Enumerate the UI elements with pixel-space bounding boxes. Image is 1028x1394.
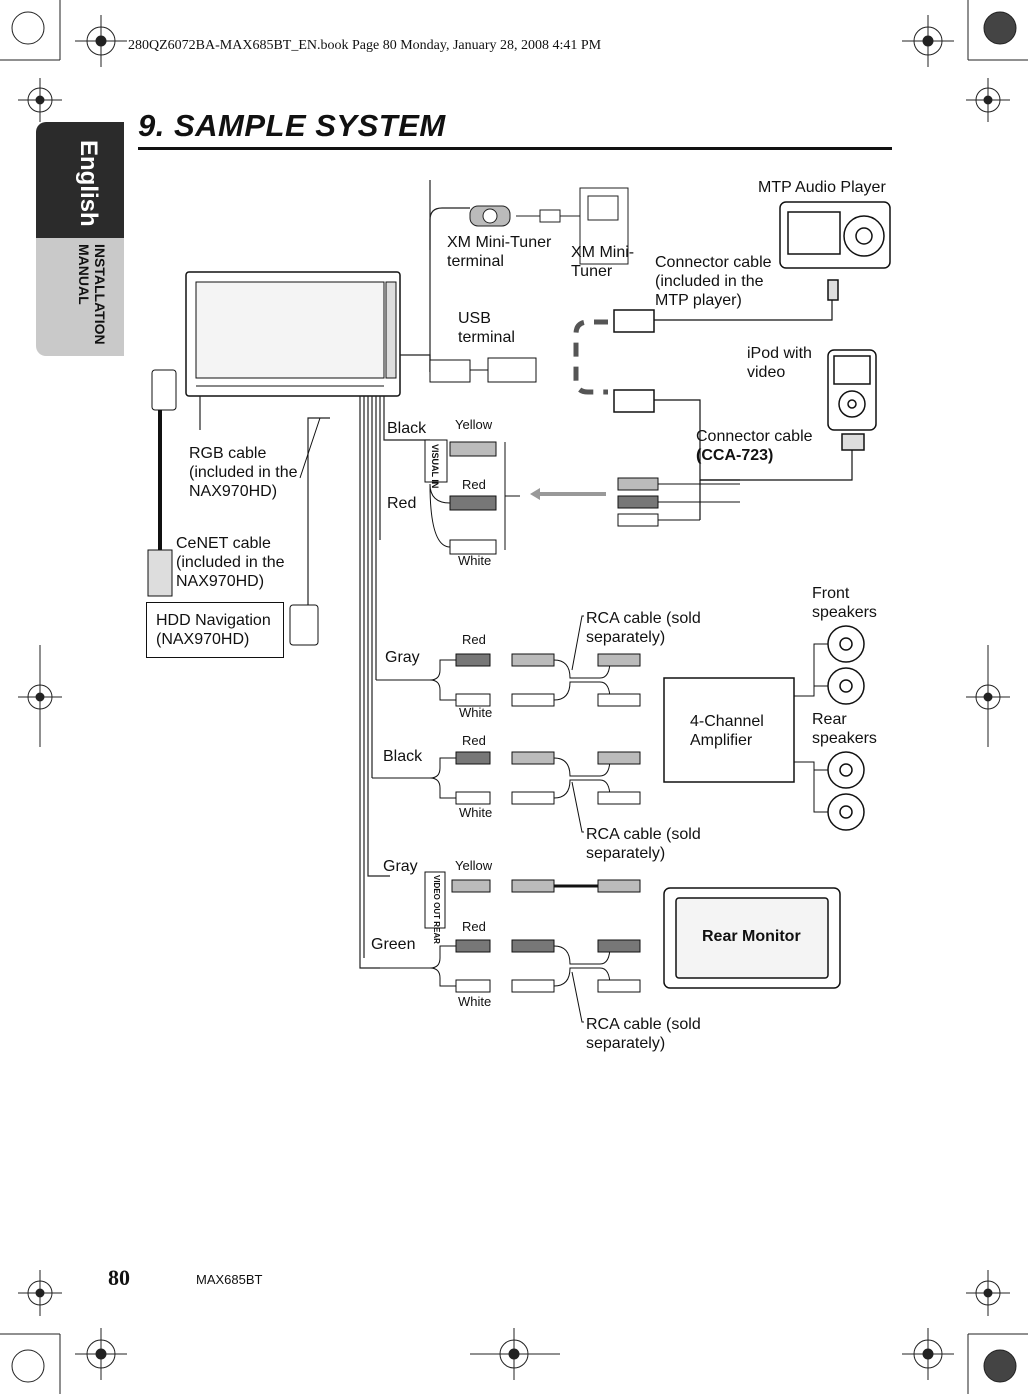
crop-mark-top-left	[0, 0, 127, 122]
wire-label-black-2: Black	[383, 748, 423, 765]
rear-monitor-shape	[663, 887, 841, 989]
wire-label-black-1: Black	[387, 420, 427, 437]
wire-label-red-1: Red	[387, 495, 417, 512]
ipod-cable-label: Connector cable	[696, 428, 813, 445]
front-speakers-label: Front speakers	[812, 585, 877, 621]
mtp-player-label: MTP Audio Player	[758, 179, 886, 196]
plug-label-red-c: Red	[462, 733, 486, 748]
crop-mark-bottom-left	[0, 1270, 127, 1394]
crop-mark-top-right	[902, 0, 1028, 122]
hdd-navigation-box: HDD Navigation (NAX970HD)	[146, 602, 284, 658]
page-number: 80	[108, 1265, 130, 1290]
amplifier-speakers	[663, 625, 865, 831]
wire-label-green: Green	[371, 936, 416, 953]
visual-in-label: VISUAL IN	[430, 444, 440, 489]
rca-cable-label-2: RCA cable (sold separately)	[586, 826, 701, 862]
wire-label-gray-1: Gray	[385, 649, 420, 666]
rca-group-rear	[372, 751, 641, 805]
hdd-navigation-label: HDD Navigation (NAX970HD)	[156, 612, 271, 648]
model-name: MAX685BT	[196, 1272, 263, 1287]
cenet-cable-label: CeNET cable (included in the NAX970HD)	[176, 535, 285, 590]
file-header: 280QZ6072BA-MAX685BT_EN.book Page 80 Mon…	[128, 38, 602, 53]
pointer-lines	[571, 615, 584, 1023]
crop-mark-bottom-right	[902, 1270, 1028, 1394]
usb-terminal-label: USB terminal	[458, 310, 515, 346]
plug-label-white-a: White	[458, 553, 492, 568]
xm-cable	[429, 187, 629, 265]
wire-label-gray-2: Gray	[383, 858, 418, 875]
rca-cable-label-1: RCA cable (sold separately)	[586, 610, 701, 646]
ipod-cable-model: (CCA-723)	[696, 447, 774, 464]
head-unit	[185, 271, 401, 397]
usb-connector	[429, 357, 537, 383]
rear-monitor-label: Rear Monitor	[702, 928, 801, 945]
plug-label-red-b: Red	[462, 632, 486, 647]
amplifier-label: 4-Channel Amplifier	[690, 713, 764, 749]
av-input-plugs	[424, 439, 740, 555]
crop-mark-mid-right	[966, 645, 1010, 747]
page-title: 9. SAMPLE SYSTEM	[138, 108, 446, 143]
plug-label-yellow-1: Yellow	[455, 417, 493, 432]
rca-group-front	[376, 653, 641, 707]
usb-switch-dashes	[573, 319, 608, 395]
harness-bundle	[199, 180, 431, 969]
video-out-label: VIDEO OUT REAR	[432, 875, 441, 944]
plug-label-red-a: Red	[462, 477, 486, 492]
plug-label-red-d: Red	[462, 919, 486, 934]
rca-cable-label-3: RCA cable (sold separately)	[586, 1016, 701, 1052]
ipod-device	[613, 349, 877, 520]
crop-mark-mid-left	[18, 645, 62, 747]
mtp-player	[613, 201, 891, 333]
xm-tuner-label: XM Mini- Tuner	[571, 244, 635, 280]
side-tab-english: English	[36, 122, 124, 238]
plug-label-white-c: White	[459, 805, 493, 820]
plug-label-white-b: White	[459, 705, 493, 720]
ipod-label: iPod with video	[747, 345, 812, 381]
mtp-cable-label: Connector cable (included in the MTP pla…	[655, 254, 772, 309]
crop-mark-bottom-center	[470, 1328, 560, 1380]
nav-cables	[147, 369, 321, 646]
plug-label-white-d: White	[458, 994, 492, 1009]
rgb-cable-label: RGB cable (included in the NAX970HD)	[189, 445, 298, 500]
title-rule	[138, 147, 892, 150]
rear-speakers-label: Rear speakers	[812, 711, 877, 747]
plug-label-yellow-2: Yellow	[455, 858, 493, 873]
rca-group-monitor	[380, 871, 641, 993]
xm-terminal-label: XM Mini-Tuner terminal	[447, 234, 552, 270]
side-tab-manual: INSTALLATION MANUAL	[36, 238, 124, 356]
